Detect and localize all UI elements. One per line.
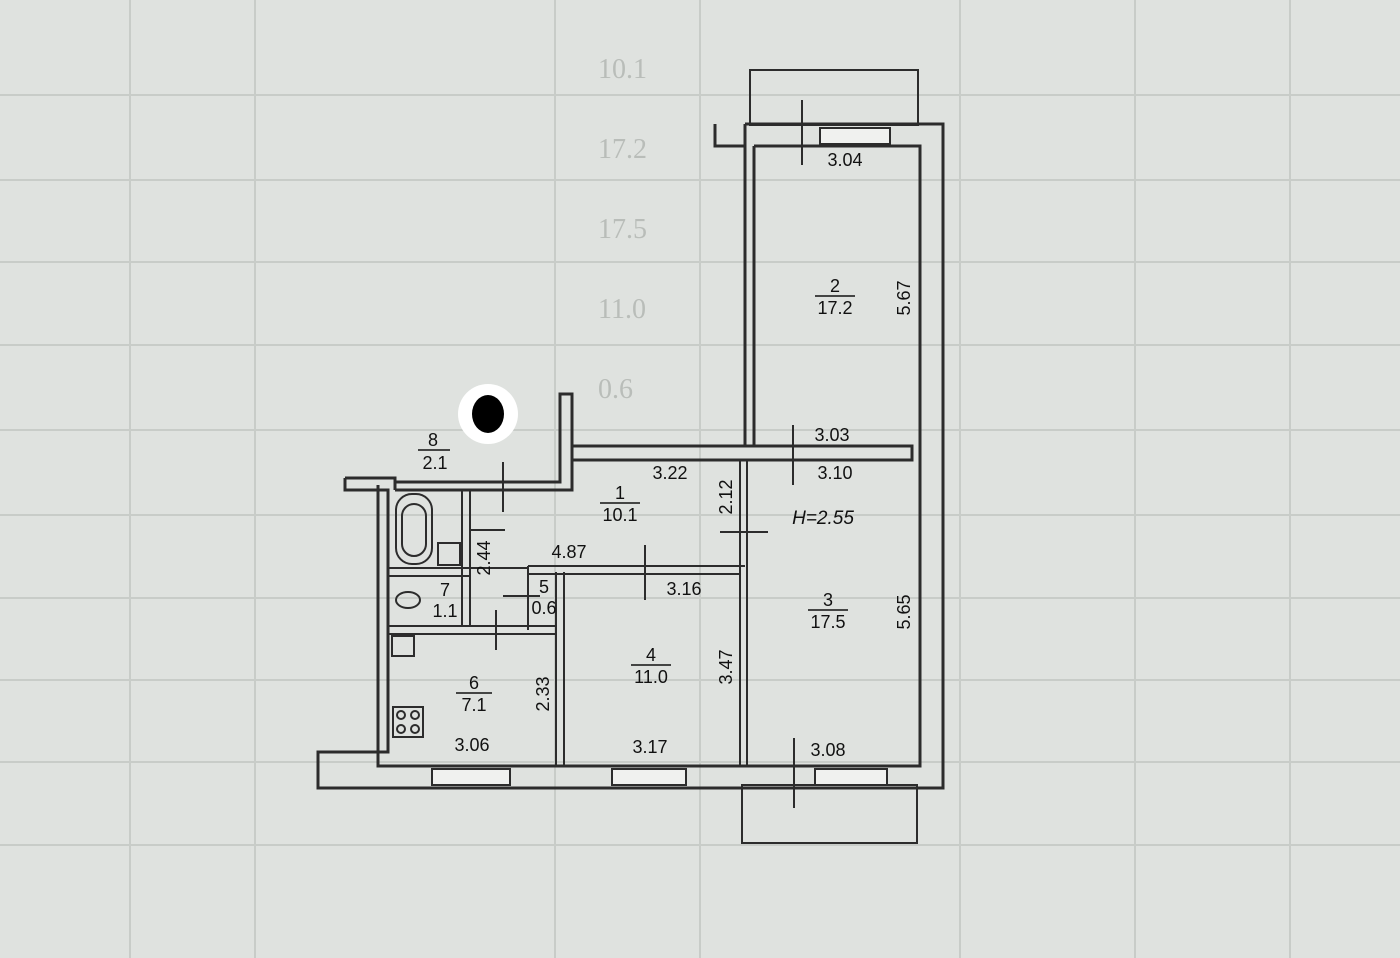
balcony-top	[749, 69, 919, 126]
dim-room3-side: 5.65	[894, 594, 914, 629]
dim-room4-top: 3.16	[666, 579, 701, 599]
ghost-value-4: 11.0	[598, 294, 646, 325]
room-7-area: 1.1	[432, 601, 457, 621]
dim-room2-side: 5.67	[894, 280, 914, 315]
room-4-area: 11.0	[634, 667, 668, 687]
room-2-area: 17.2	[817, 298, 852, 318]
room-2-number: 2	[830, 276, 840, 296]
window-room4	[611, 768, 687, 786]
balcony-bottom	[741, 784, 918, 844]
room-1-area: 10.1	[602, 505, 637, 525]
dim-room1-top: 3.22	[652, 463, 687, 483]
dim-room3-bottom: 3.08	[810, 740, 845, 760]
room-3-area: 17.5	[810, 612, 845, 632]
room-3-number: 3	[823, 590, 833, 610]
dim-room4-side: 3.47	[716, 649, 736, 684]
dimension-labels: 3.04 5.67 3.03 3.10 5.65 3.08 3.22 2.12 …	[454, 150, 914, 760]
dimension-ticks	[470, 100, 803, 808]
window-room3	[814, 768, 888, 786]
stove-icon	[392, 706, 424, 738]
room-6-area: 7.1	[461, 695, 486, 715]
room-1-number: 1	[615, 483, 625, 503]
outer-walls	[316, 122, 945, 790]
dim-room2-top: 3.04	[827, 150, 862, 170]
room-5-area: 0.6	[531, 598, 556, 618]
ghost-value-1: 10.1	[598, 54, 647, 85]
window-room2	[819, 127, 891, 145]
bathtub-icon	[395, 493, 433, 565]
dim-room2-bottom: 3.03	[814, 425, 849, 445]
ghost-value-2: 17.2	[598, 134, 647, 165]
dim-room3-top: 3.10	[817, 463, 852, 483]
ceiling-height-label: H=2.55	[792, 508, 854, 529]
location-marker-icon	[458, 384, 518, 444]
fixtures	[391, 493, 461, 738]
kitchen-sink-icon	[391, 635, 415, 657]
room-5-number: 5	[539, 577, 549, 597]
dim-room8-side: 2.44	[474, 540, 494, 575]
dim-room1-bottom: 4.87	[551, 542, 586, 562]
ghost-value-3: 17.5	[598, 214, 647, 245]
room-8-area: 2.1	[422, 453, 447, 473]
room-4-number: 4	[646, 645, 656, 665]
room-8-number: 8	[428, 430, 438, 450]
sink-icon	[437, 542, 461, 566]
dim-room4-bottom: 3.17	[632, 737, 667, 757]
dim-room6-bottom: 3.06	[454, 735, 489, 755]
ghost-value-5: 0.6	[598, 374, 633, 405]
window-room6	[431, 768, 511, 786]
room-labels: 2 17.2 3 17.5 1 10.1 4 11.0 5 0.6 6 7.1 …	[418, 276, 855, 715]
room-6-number: 6	[469, 673, 479, 693]
dim-room1-side: 2.12	[716, 479, 736, 514]
room-7-number: 7	[440, 580, 450, 600]
dim-room6-side: 2.33	[533, 676, 553, 711]
toilet-icon	[395, 591, 421, 609]
interior-walls	[388, 444, 914, 766]
